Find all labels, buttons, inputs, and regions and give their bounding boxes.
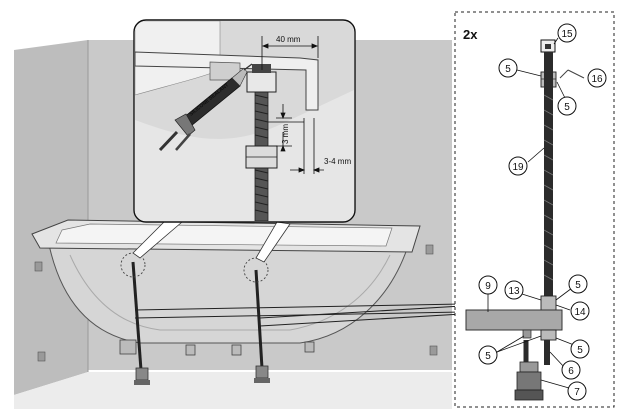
- exploded-view-panel: 2x: [454, 11, 615, 408]
- svg-text:14: 14: [574, 307, 586, 318]
- detail-box: SILICONE SEALANT 40 mm 3 mm: [133, 19, 356, 223]
- svg-text:5: 5: [564, 102, 570, 113]
- bracket-left-lower: [37, 351, 46, 362]
- callout-5-bottom-left: 5: [478, 345, 498, 365]
- callout-5-top-left: 5: [498, 58, 518, 78]
- dim-width-label: 40 mm: [276, 35, 301, 44]
- wall-brackets: [34, 244, 438, 362]
- svg-text:9: 9: [485, 281, 491, 292]
- svg-text:5: 5: [485, 351, 491, 362]
- callout-5-bottom-right: 5: [570, 339, 590, 359]
- callout-7: 7: [567, 381, 587, 401]
- svg-text:5: 5: [575, 280, 581, 291]
- hook-part: [559, 69, 585, 79]
- svg-text:16: 16: [591, 74, 603, 85]
- svg-text:5: 5: [505, 64, 511, 75]
- svg-text:19: 19: [512, 162, 524, 173]
- quantity-label: 2x: [463, 27, 478, 42]
- svg-text:13: 13: [508, 286, 520, 297]
- callout-6: 6: [561, 360, 581, 380]
- bracket-right-lower: [429, 345, 438, 356]
- leader-lines: [134, 303, 463, 327]
- svg-text:5: 5: [577, 345, 583, 356]
- svg-text:7: 7: [574, 387, 580, 398]
- top-nut: [246, 71, 277, 93]
- callout-15: 15: [557, 23, 577, 43]
- callout-5-top-right: 5: [557, 96, 577, 116]
- dim-gap-label: 3 mm: [281, 124, 290, 144]
- support-rod-right: [254, 269, 270, 383]
- floor: [14, 372, 452, 409]
- tub-legs: [119, 339, 315, 356]
- mid-nut-part: [540, 295, 557, 311]
- rim-profile: [135, 51, 319, 111]
- foot-part: [514, 361, 544, 401]
- left-wall: [14, 40, 88, 395]
- support-rod-left: [131, 261, 150, 385]
- dim-range-label: 3-4 mm: [324, 157, 351, 166]
- callout-19: 19: [508, 156, 528, 176]
- svg-text:6: 6: [568, 366, 574, 377]
- bracket-left-upper: [34, 261, 43, 272]
- callout-9: 9: [478, 275, 498, 295]
- bracket-right-upper: [425, 244, 434, 255]
- dim-range: [268, 118, 324, 174]
- callout-13: 13: [504, 280, 524, 300]
- svg-text:15: 15: [561, 29, 573, 40]
- callout-14: 14: [570, 301, 590, 321]
- dim-width: [261, 36, 319, 70]
- threaded-rod-part: [543, 52, 554, 297]
- dim-gap: [276, 104, 292, 152]
- bracket-plate: [465, 309, 563, 331]
- callout-16: 16: [587, 68, 607, 88]
- callout-5-mid-right: 5: [568, 274, 588, 294]
